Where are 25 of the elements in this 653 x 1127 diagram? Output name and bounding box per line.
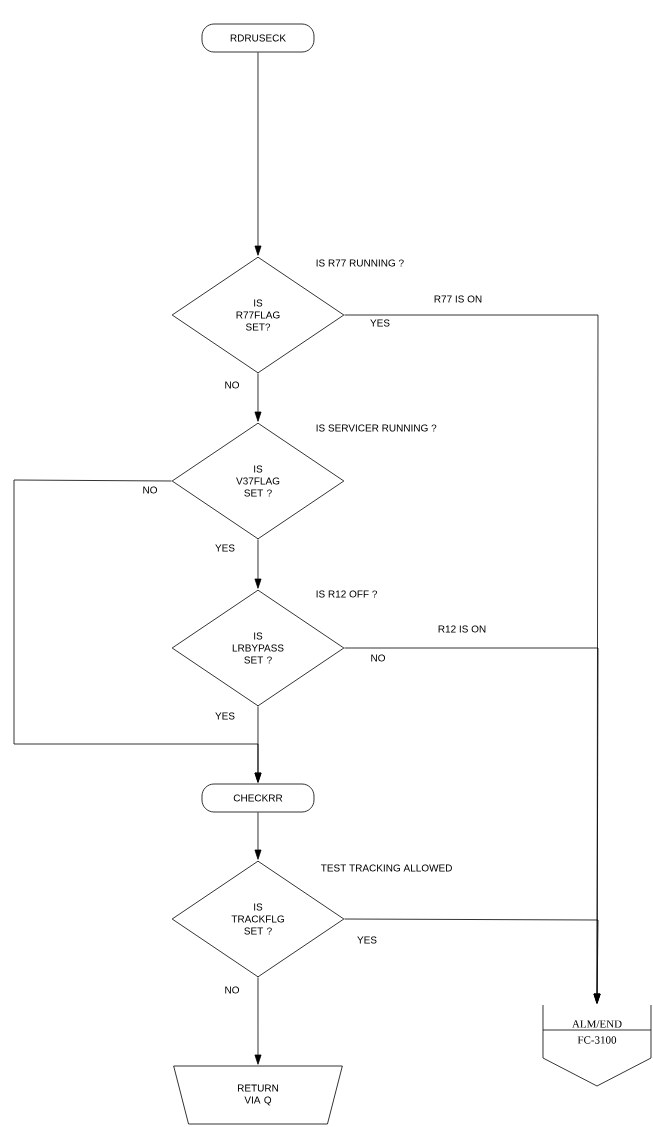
question-note: IS R12 OFF ? xyxy=(316,590,378,598)
arrow xyxy=(254,373,262,422)
question-note: IS R77 RUNNING ? xyxy=(316,259,404,267)
edge-label: YES xyxy=(214,711,236,721)
arrow xyxy=(254,52,262,256)
arrow xyxy=(254,977,262,1065)
arrow xyxy=(254,539,262,589)
question-note: TEST TRACKING ALLOWED xyxy=(320,864,452,872)
line-note: R77 IS ON xyxy=(434,295,482,303)
edge-label: YES xyxy=(356,935,378,945)
question-note: IS SERVICER RUNNING ? xyxy=(316,424,437,432)
edge-label: YES xyxy=(214,543,236,553)
edge-label: NO xyxy=(223,985,241,995)
arrow xyxy=(254,812,262,860)
arrow xyxy=(254,706,262,783)
line-note: R12 IS ON xyxy=(438,625,486,633)
off-page-connector: ALM/END FC-3100 xyxy=(542,1004,652,1087)
edge-label: NO xyxy=(223,380,241,390)
edge-label: NO xyxy=(141,485,159,495)
terminal-box: CHECKRR xyxy=(201,783,315,813)
terminal-box: RDRUSECK xyxy=(201,23,315,53)
edge-label: NO xyxy=(369,653,387,663)
return-box: RETURN VIA Q xyxy=(173,1065,343,1125)
arrow xyxy=(344,918,601,1004)
edge-label: YES xyxy=(369,318,391,328)
